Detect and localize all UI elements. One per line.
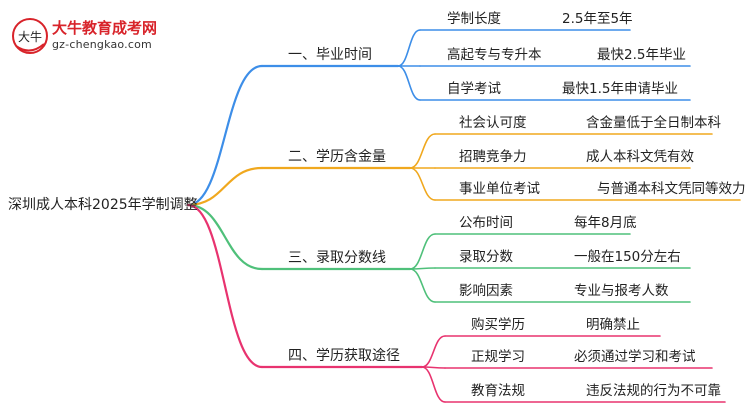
- leaf-value: 含金量低于全日制本科: [586, 115, 721, 131]
- leaf-connector: [409, 233, 436, 270]
- logo-mark-text: 大牛: [18, 29, 42, 44]
- leaf-value: 明确禁止: [586, 317, 640, 333]
- leaf-connector: [397, 65, 421, 101]
- branch-connector: [186, 166, 264, 207]
- branch-connector: [186, 64, 264, 207]
- branch-label: 四、学历获取途径: [288, 348, 400, 364]
- leaf-key: 学制长度: [447, 11, 501, 27]
- leaf-key: 公布时间: [459, 215, 513, 231]
- leaf-value: 成人本科文凭有效: [586, 149, 694, 165]
- leaf-key: 教育法规: [471, 383, 525, 399]
- leaf-connector: [409, 268, 436, 303]
- leaf-key: 正规学习: [471, 349, 525, 365]
- leaf-value: 专业与报考人数: [574, 283, 669, 299]
- logo-brand-name: 大牛教育成考网: [52, 19, 158, 37]
- leaf-value: 2.5年至5年: [562, 11, 633, 27]
- branch-label: 三、录取分数线: [288, 250, 386, 266]
- branch-connector: [186, 203, 264, 271]
- leaf-key: 社会认可度: [459, 115, 527, 131]
- leaf-connector: [409, 167, 436, 201]
- leaf-key: 事业单位考试: [459, 181, 540, 197]
- leaf-value: 与普通本科文凭同等效力: [597, 181, 746, 197]
- leaf-connector: [397, 29, 421, 67]
- branch-label: 一、毕业时间: [288, 47, 372, 63]
- leaf-key: 影响因素: [459, 283, 513, 299]
- leaf-value: 违反法规的行为不可靠: [586, 383, 721, 399]
- logo-url: gz-chengkao.com: [52, 38, 152, 51]
- leaf-key: 高起专与专升本: [447, 47, 542, 63]
- leaf-value: 最快1.5年申请毕业: [562, 81, 678, 97]
- leaf-connector: [421, 335, 446, 368]
- leaf-value: 一般在150分左右: [574, 249, 681, 265]
- leaf-value: 最快2.5年毕业: [597, 47, 686, 63]
- root-topic: 深圳成人本科2025年学制调整: [8, 197, 198, 213]
- leaf-key: 录取分数: [459, 249, 513, 265]
- leaf-connector: [421, 366, 446, 403]
- logo-mark-icon: 大牛: [12, 18, 48, 54]
- site-logo: 大牛 大牛教育成考网 gz-chengkao.com: [10, 14, 170, 58]
- branch-label: 二、学历含金量: [288, 149, 386, 165]
- leaf-connector: [409, 133, 436, 169]
- leaf-value: 必须通过学习和考试: [574, 349, 696, 365]
- leaf-key: 自学考试: [447, 81, 501, 97]
- leaf-key: 招聘竞争力: [459, 149, 527, 165]
- leaf-key: 购买学历: [471, 317, 525, 333]
- leaf-value: 每年8月底: [574, 215, 637, 231]
- branch-connector: [186, 203, 264, 369]
